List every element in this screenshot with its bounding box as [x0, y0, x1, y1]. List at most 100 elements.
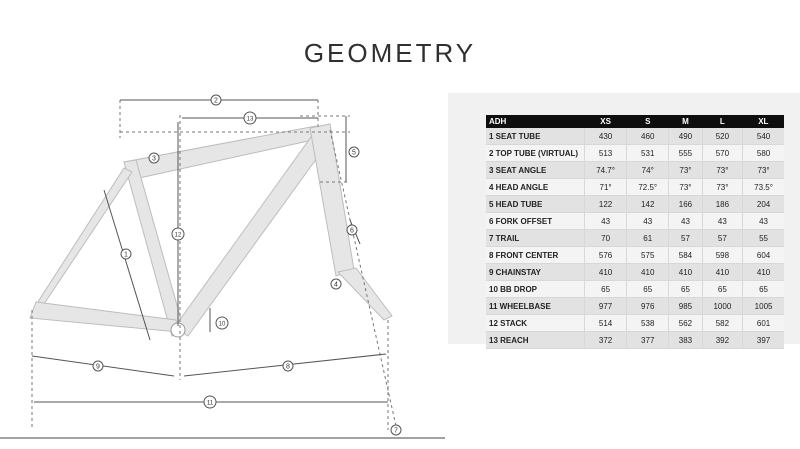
header-cell: L: [702, 115, 743, 128]
callout-label-11: 11: [207, 401, 214, 407]
value-cell: 61: [626, 229, 669, 247]
value-cell: 410: [701, 263, 743, 281]
callout-label-9: 9: [96, 364, 100, 371]
value-cell: 575: [626, 246, 669, 264]
row-label: 12 STACK: [486, 314, 585, 332]
value-cell: 65: [626, 280, 669, 298]
value-cell: 65: [742, 280, 784, 298]
value-cell: 601: [742, 314, 784, 332]
table-header-row: ADH XS S M L XL: [486, 115, 784, 128]
callout-2: [210, 94, 222, 106]
callout-6: [346, 224, 358, 236]
value-cell: 514: [583, 314, 627, 332]
value-cell: 74°: [626, 161, 669, 179]
callout-7: [390, 424, 402, 436]
value-cell: 73°: [668, 178, 703, 196]
value-cell: 204: [742, 195, 784, 213]
callout-12: [171, 227, 185, 241]
value-cell: 65: [668, 280, 703, 298]
callout-label-8: 8: [286, 364, 290, 371]
value-cell: 513: [583, 144, 627, 162]
row-label: 7 TRAIL: [486, 229, 585, 247]
value-cell: 166: [668, 195, 703, 213]
value-cell: 377: [626, 331, 669, 349]
value-cell: 73°: [668, 161, 703, 179]
callout-label-6: 6: [350, 228, 354, 235]
value-cell: 576: [583, 246, 627, 264]
callout-label-1: 1: [124, 252, 128, 259]
frame-silhouette: [29, 123, 393, 337]
value-cell: 57: [701, 229, 743, 247]
value-cell: 604: [742, 246, 784, 264]
callout-label-7: 7: [394, 428, 398, 435]
value-cell: 57: [668, 229, 703, 247]
callout-9: [92, 360, 104, 372]
callout-label-4: 4: [334, 282, 338, 289]
header-cell: ADH: [486, 115, 585, 128]
value-cell: 43: [583, 212, 627, 230]
value-cell: 65: [583, 280, 627, 298]
value-cell: 186: [701, 195, 743, 213]
page-title: GEOMETRY: [303, 38, 477, 68]
row-label: 13 REACH: [486, 331, 585, 349]
callout-13: [243, 111, 257, 125]
value-cell: 540: [742, 128, 784, 145]
value-cell: 73°: [742, 161, 784, 179]
value-cell: 73°: [701, 178, 743, 196]
value-cell: 520: [701, 128, 743, 145]
value-cell: 598: [701, 246, 743, 264]
callout-8: [282, 360, 294, 372]
row-label: 4 HEAD ANGLE: [486, 178, 585, 196]
header-cell: XS: [584, 115, 627, 128]
value-cell: 976: [626, 297, 669, 315]
value-cell: 122: [583, 195, 627, 213]
value-cell: 562: [668, 314, 703, 332]
row-label: 1 SEAT TUBE: [486, 128, 585, 145]
header-cell: M: [668, 115, 703, 128]
value-cell: 410: [626, 263, 669, 281]
callout-10: [215, 316, 229, 330]
value-cell: 985: [668, 297, 703, 315]
value-cell: 580: [742, 144, 784, 162]
value-cell: 410: [668, 263, 703, 281]
callout-5: [348, 146, 360, 158]
value-cell: 43: [701, 212, 743, 230]
value-cell: 392: [701, 331, 743, 349]
row-label: 10 BB DROP: [486, 280, 585, 298]
row-label: 9 CHAINSTAY: [486, 263, 585, 281]
value-cell: 383: [668, 331, 703, 349]
row-label: 8 FRONT CENTER: [486, 246, 585, 264]
callout-label-12: 12: [175, 233, 182, 239]
callout-4: [330, 278, 342, 290]
value-cell: 73°: [701, 161, 743, 179]
value-cell: 74.7°: [583, 161, 627, 179]
callout-label-5: 5: [352, 150, 356, 157]
value-cell: 397: [742, 331, 784, 349]
bike-frame-drawing: 1 2 3 4 5 6 7 8 9 10 11 12 13: [0, 94, 445, 439]
value-cell: 430: [583, 128, 627, 145]
value-cell: 531: [626, 144, 669, 162]
header-cell: XL: [742, 115, 784, 128]
value-cell: 490: [668, 128, 703, 145]
value-cell: 55: [742, 229, 784, 247]
header-cell: S: [626, 115, 669, 128]
row-label: 3 SEAT ANGLE: [486, 161, 585, 179]
value-cell: 1000: [701, 297, 743, 315]
value-cell: 570: [701, 144, 743, 162]
frame-geometry-diagram: 1 2 3 4 5 6 7 8 9 10 11 12 13: [0, 80, 450, 444]
callout-11: [203, 395, 217, 409]
callout-label-10: 10: [219, 322, 226, 328]
value-cell: 43: [668, 212, 703, 230]
value-cell: 43: [626, 212, 669, 230]
